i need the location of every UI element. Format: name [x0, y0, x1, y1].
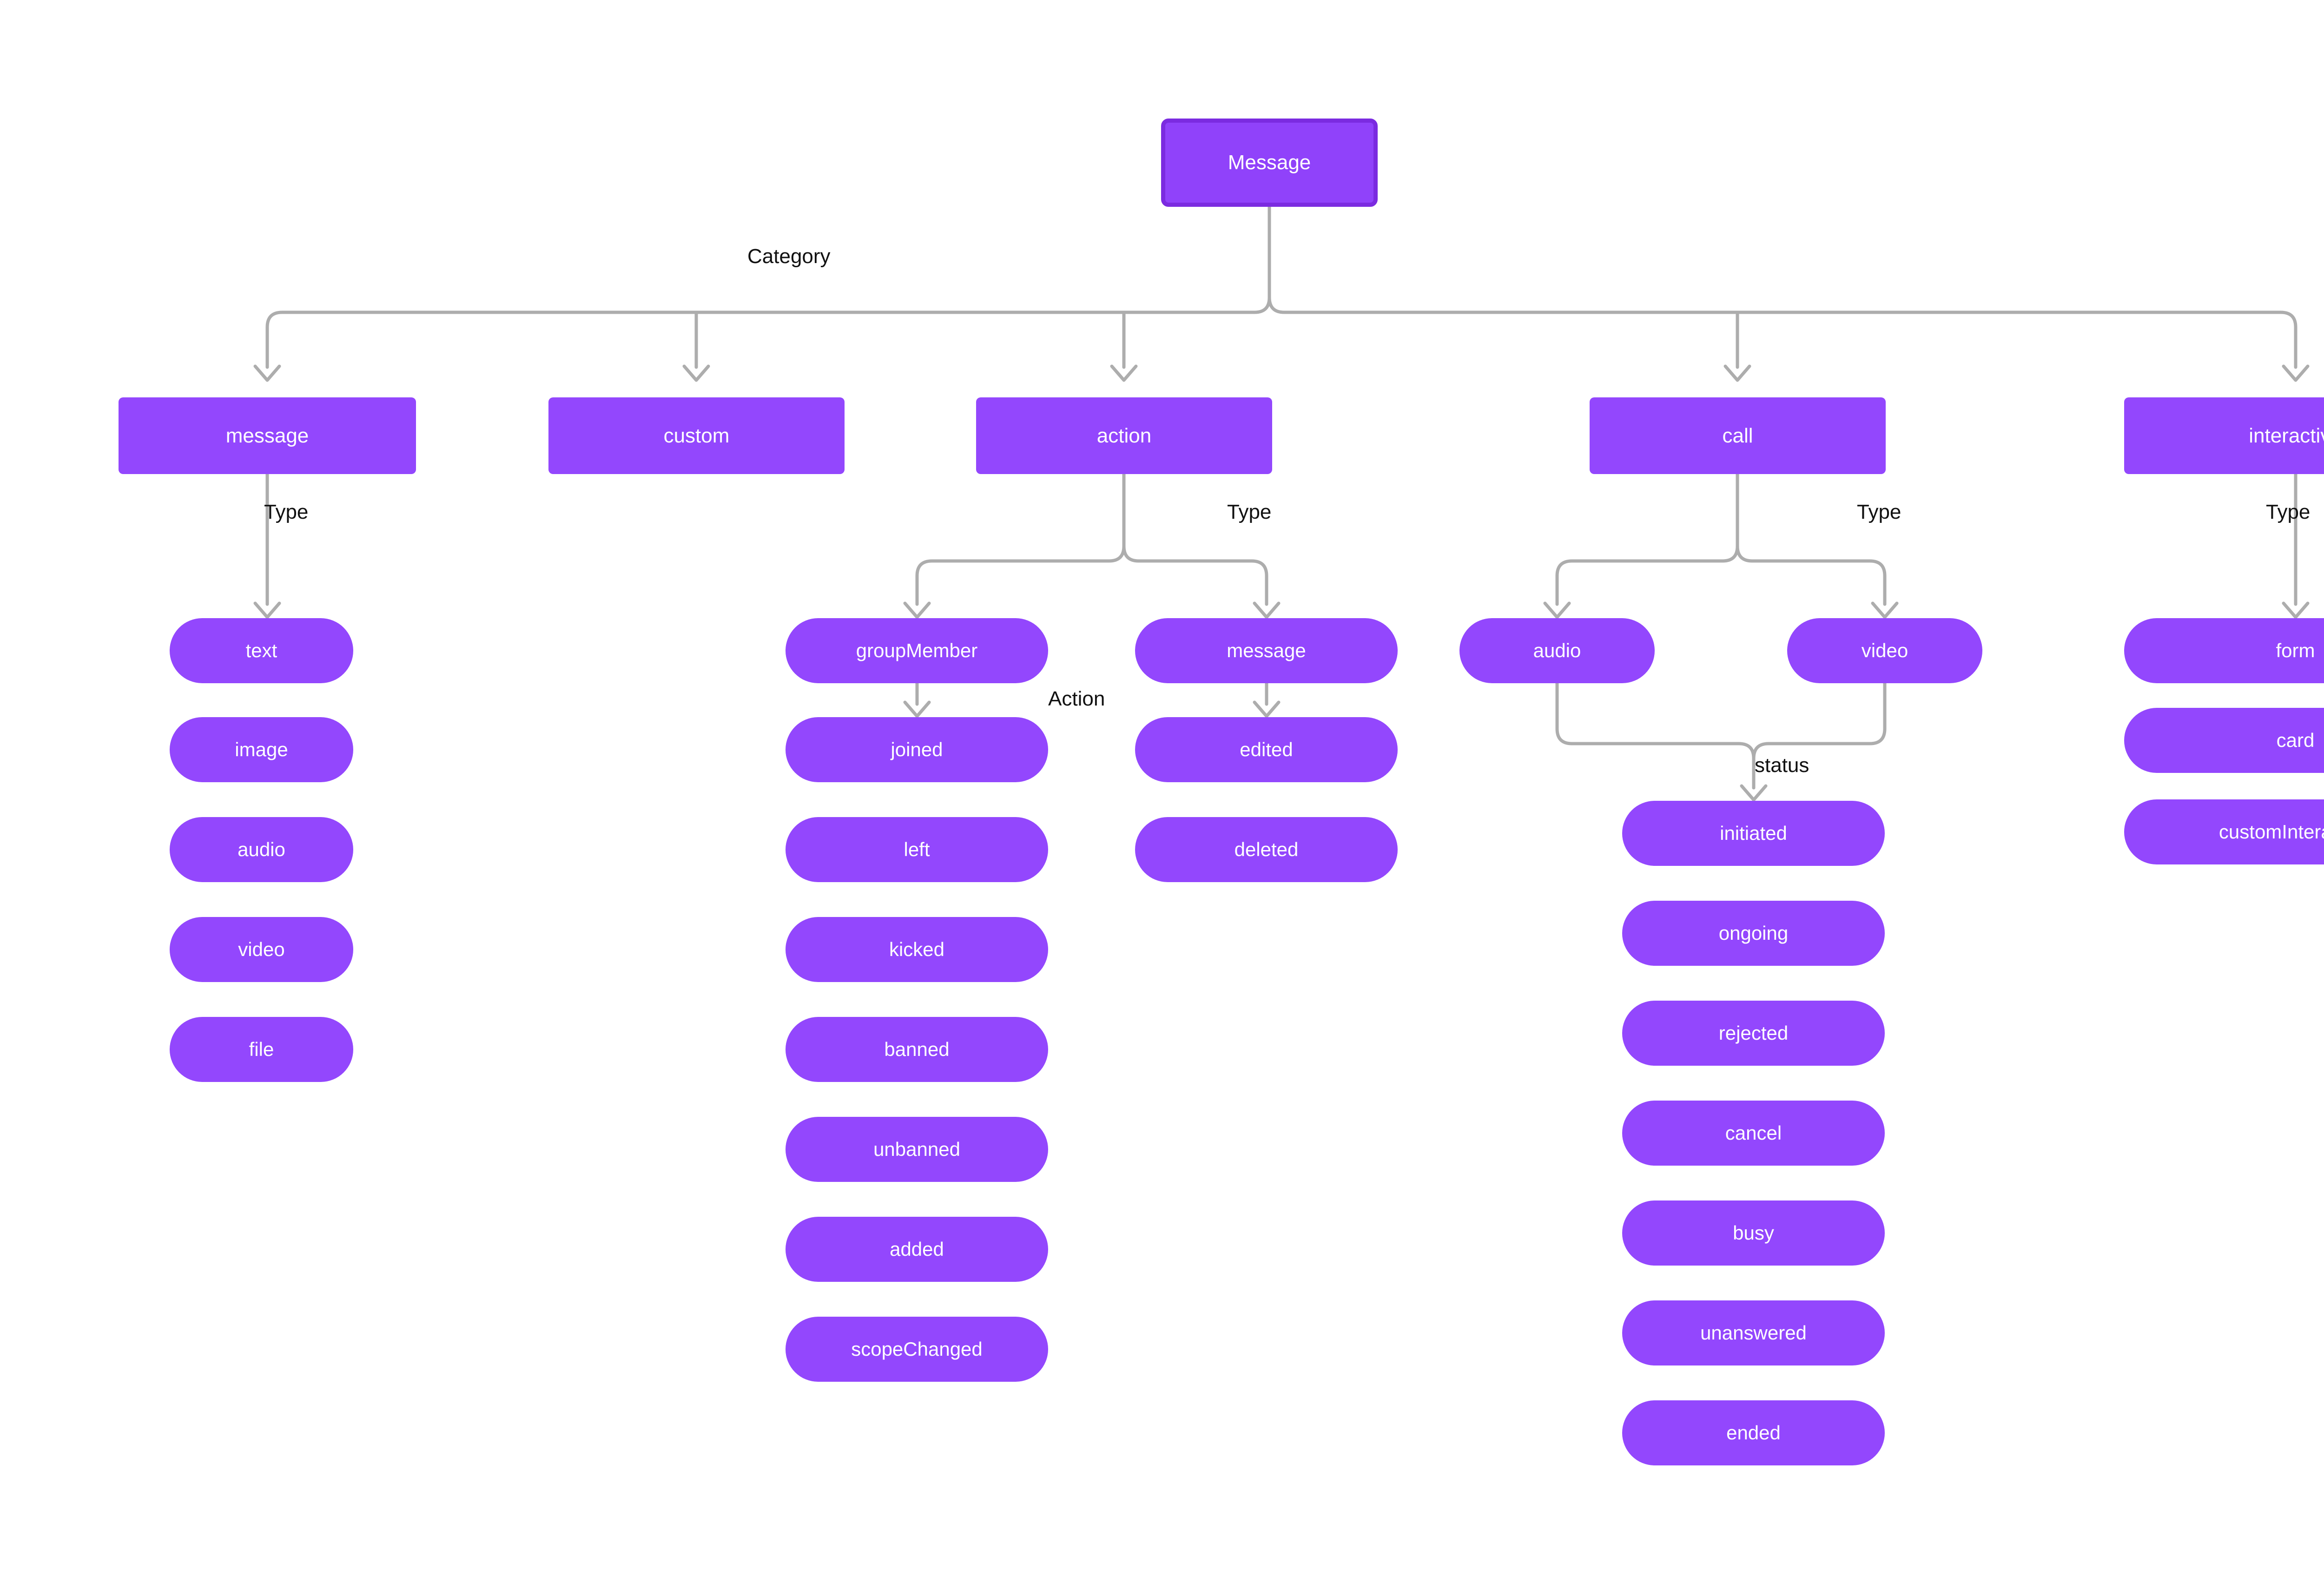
node-call-type-video[interactable]: video — [1787, 618, 1982, 683]
node-root-label: Message — [1228, 151, 1311, 174]
node-action-unbanned[interactable]: unbanned — [786, 1117, 1048, 1182]
node-message-type-file[interactable]: file — [170, 1017, 353, 1082]
node-message-type-image[interactable]: image — [170, 717, 353, 782]
node-action-joined[interactable]: joined — [786, 717, 1048, 782]
node-action-added-label: added — [890, 1238, 944, 1260]
node-action-unbanned-label: unbanned — [873, 1138, 960, 1160]
node-interactive-type-card[interactable]: card — [2124, 708, 2324, 773]
node-action-edited-label: edited — [1240, 739, 1293, 760]
node-interactive-type-custominteractive-label: customInteractive — [2218, 821, 2324, 843]
node-call-status-ended-label: ended — [1726, 1422, 1781, 1444]
node-action-scopechanged-label: scopeChanged — [851, 1338, 983, 1360]
node-call-status-initiated[interactable]: initiated — [1622, 801, 1885, 866]
edge-bus-left — [265, 296, 1271, 369]
node-action-deleted-label: deleted — [1234, 838, 1299, 860]
edge-label-type-1: Type — [264, 501, 309, 523]
node-category-custom-label: custom — [663, 424, 730, 447]
node-category-call-label: call — [1722, 424, 1753, 447]
node-call-type-video-label: video — [1861, 640, 1908, 661]
node-message-type-text-label: text — [245, 640, 277, 661]
node-action-banned-label: banned — [884, 1038, 950, 1060]
edge-bus-right — [1268, 296, 2298, 369]
node-action-type-message-label: message — [1227, 640, 1306, 661]
node-call-status-initiated-label: initiated — [1720, 822, 1787, 844]
node-message-type-image-label: image — [235, 739, 288, 760]
edge-call-to-video — [1736, 544, 1887, 606]
edge-label-type-4: Type — [1857, 501, 1901, 523]
node-interactive-type-form[interactable]: form — [2124, 618, 2324, 683]
node-message-type-video-label: video — [238, 938, 285, 960]
node-category-custom[interactable]: custom — [548, 397, 845, 474]
edge-audio-to-status — [1555, 681, 1756, 790]
node-message-type-file-label: file — [249, 1038, 274, 1060]
node-category-message[interactable]: message — [119, 397, 416, 474]
edge-label-type-2: Type — [1227, 501, 1272, 523]
node-category-call[interactable]: call — [1590, 397, 1886, 474]
node-category-interactive[interactable]: interactive — [2124, 397, 2324, 474]
node-interactive-type-custominteractive[interactable]: customInteractive — [2124, 799, 2324, 864]
node-action-added[interactable]: added — [786, 1217, 1048, 1282]
node-action-deleted[interactable]: deleted — [1135, 817, 1398, 882]
node-action-left[interactable]: left — [786, 817, 1048, 882]
node-message-type-audio-label: audio — [238, 838, 285, 860]
node-action-banned[interactable]: banned — [786, 1017, 1048, 1082]
node-action-joined-label: joined — [891, 739, 943, 760]
edge-action-to-groupmember — [915, 544, 1126, 606]
node-call-status-cancel-label: cancel — [1725, 1122, 1782, 1144]
node-action-type-groupmember-label: groupMember — [856, 640, 978, 661]
node-category-action[interactable]: action — [976, 397, 1272, 474]
node-message-type-text[interactable]: text — [170, 618, 353, 683]
node-action-kicked[interactable]: kicked — [786, 917, 1048, 982]
node-call-status-rejected[interactable]: rejected — [1622, 1001, 1885, 1066]
node-call-status-unanswered[interactable]: unanswered — [1622, 1300, 1885, 1365]
node-call-status-ongoing-label: ongoing — [1718, 922, 1789, 944]
node-interactive-type-form-label: form — [2276, 640, 2315, 661]
node-action-edited[interactable]: edited — [1135, 717, 1398, 782]
node-interactive-type-card-label: card — [2276, 729, 2315, 751]
node-category-message-label: message — [225, 424, 309, 447]
node-action-left-label: left — [904, 838, 930, 860]
node-call-status-unanswered-label: unanswered — [1700, 1322, 1807, 1344]
node-root[interactable]: Message — [1161, 119, 1378, 207]
node-call-status-busy[interactable]: busy — [1622, 1200, 1885, 1266]
node-call-status-cancel[interactable]: cancel — [1622, 1101, 1885, 1166]
edge-call-to-audio — [1555, 544, 1739, 606]
node-category-action-label: action — [1096, 424, 1152, 447]
node-action-type-groupmember[interactable]: groupMember — [786, 618, 1048, 683]
edge-label-category-0: Category — [747, 245, 831, 268]
node-call-type-audio[interactable]: audio — [1459, 618, 1655, 683]
node-action-type-message[interactable]: message — [1135, 618, 1398, 683]
edge-label-action-3: Action — [1048, 687, 1105, 710]
node-call-status-rejected-label: rejected — [1718, 1022, 1789, 1044]
node-category-interactive-label: interactive — [2249, 424, 2324, 447]
node-message-type-video[interactable]: video — [170, 917, 353, 982]
edge-label-status-5: status — [1755, 754, 1809, 777]
edge-action-to-message — [1122, 544, 1268, 606]
node-call-status-busy-label: busy — [1733, 1222, 1774, 1244]
node-call-type-audio-label: audio — [1533, 640, 1581, 661]
node-action-kicked-label: kicked — [889, 938, 945, 960]
edge-label-type-6: Type — [2266, 501, 2311, 523]
node-action-scopechanged[interactable]: scopeChanged — [786, 1317, 1048, 1382]
node-call-status-ongoing[interactable]: ongoing — [1622, 901, 1885, 966]
node-call-status-ended[interactable]: ended — [1622, 1400, 1885, 1465]
node-message-type-audio[interactable]: audio — [170, 817, 353, 882]
